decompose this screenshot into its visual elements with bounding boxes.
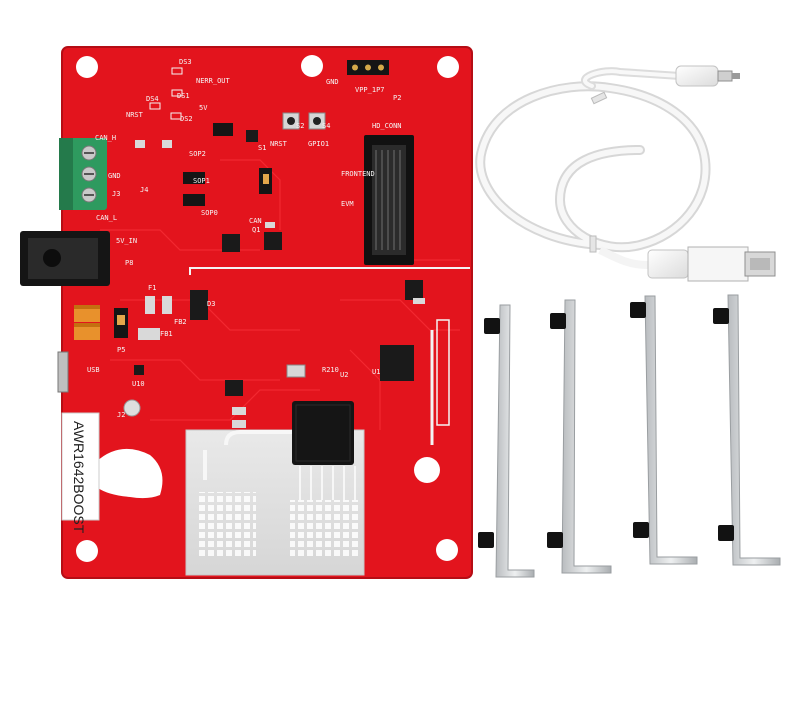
bracket-1 <box>478 304 535 578</box>
board-label: AWR1642BOOST <box>61 412 100 534</box>
silk-can-l: CAN_L <box>96 214 117 222</box>
silk-ds4: DS4 <box>146 95 159 103</box>
silk-d3: D3 <box>207 300 215 308</box>
silk-ds2: DS2 <box>180 115 193 123</box>
silk-5v: 5V <box>199 104 208 112</box>
silk-j4: J4 <box>140 186 148 194</box>
pcb-board: AWR1642BOOST DS3 NERR_OUT DS4 DS1 NRST D… <box>20 46 473 579</box>
silk-gnd: GND <box>108 172 121 180</box>
silk-u2: U2 <box>340 371 348 379</box>
bracket-4 <box>713 294 781 566</box>
silk-nrst: NRST <box>126 111 144 119</box>
silk-hd-conn: HD_CONN <box>372 122 402 130</box>
bracket-2 <box>547 299 612 574</box>
silk-can-h: CAN_H <box>95 134 116 142</box>
mounting-holes <box>76 55 459 562</box>
led-footprints <box>149 67 183 120</box>
silk-q1: Q1 <box>252 226 260 234</box>
silk-ds3: DS3 <box>179 58 192 66</box>
hd-connector <box>364 135 414 265</box>
board-cutout <box>96 448 163 499</box>
silk-p5: P5 <box>117 346 125 354</box>
silk-j2: J2 <box>117 411 125 419</box>
silk-r210: R210 <box>322 366 339 374</box>
silk-p2: P2 <box>393 94 401 102</box>
usb-port <box>57 351 69 393</box>
header-pins <box>114 60 389 338</box>
silk-j3: J3 <box>112 190 120 198</box>
silk-s1: S1 <box>258 144 266 152</box>
silk-s2: S2 <box>296 122 304 130</box>
silk-fb2: FB2 <box>174 318 187 326</box>
silk-vpp-1p7: VPP_1P7 <box>355 86 385 94</box>
silk-nerr-out: NERR_OUT <box>196 77 231 85</box>
passives <box>135 140 425 428</box>
silkscreen-labels: DS3 NERR_OUT DS4 DS1 NRST DS2 5V CAN_H G… <box>87 58 402 419</box>
silk-evm: EVM <box>341 200 354 208</box>
silk-u1: U1 <box>372 368 380 376</box>
silk-5v-in: 5V_IN <box>116 237 137 245</box>
silk-sop2: SOP2 <box>189 150 206 158</box>
power-jack <box>20 231 110 286</box>
tantalum-capacitors <box>74 305 100 340</box>
silk-fb1: FB1 <box>160 330 173 338</box>
silk-gnd-top: GND <box>326 78 339 86</box>
silk-can: CAN <box>249 217 262 225</box>
silk-frontend: FRONTEND <box>341 170 375 178</box>
silk-sop0: SOP0 <box>201 209 218 217</box>
ic-components <box>134 130 423 396</box>
bracket-3 <box>630 295 698 565</box>
crystal <box>286 364 306 378</box>
silk-f1: F1 <box>148 284 156 292</box>
board-label-text: AWR1642BOOST <box>71 421 87 534</box>
terminal-block <box>59 138 107 210</box>
silk-ds1: DS1 <box>177 92 190 100</box>
silk-u10: U10 <box>132 380 145 388</box>
usb-cable <box>475 65 776 282</box>
rf-connector <box>123 399 141 417</box>
silk-p8: P8 <box>125 259 133 267</box>
silk-nrst2: NRST <box>270 140 288 148</box>
silk-s4: S4 <box>322 122 330 130</box>
silk-sop1: SOP1 <box>193 177 210 185</box>
push-buttons <box>282 112 326 130</box>
radar-chip <box>292 401 354 465</box>
silk-usb: USB <box>87 366 100 374</box>
mounting-brackets <box>478 294 781 578</box>
silk-gpio1: GPIO1 <box>308 140 329 148</box>
